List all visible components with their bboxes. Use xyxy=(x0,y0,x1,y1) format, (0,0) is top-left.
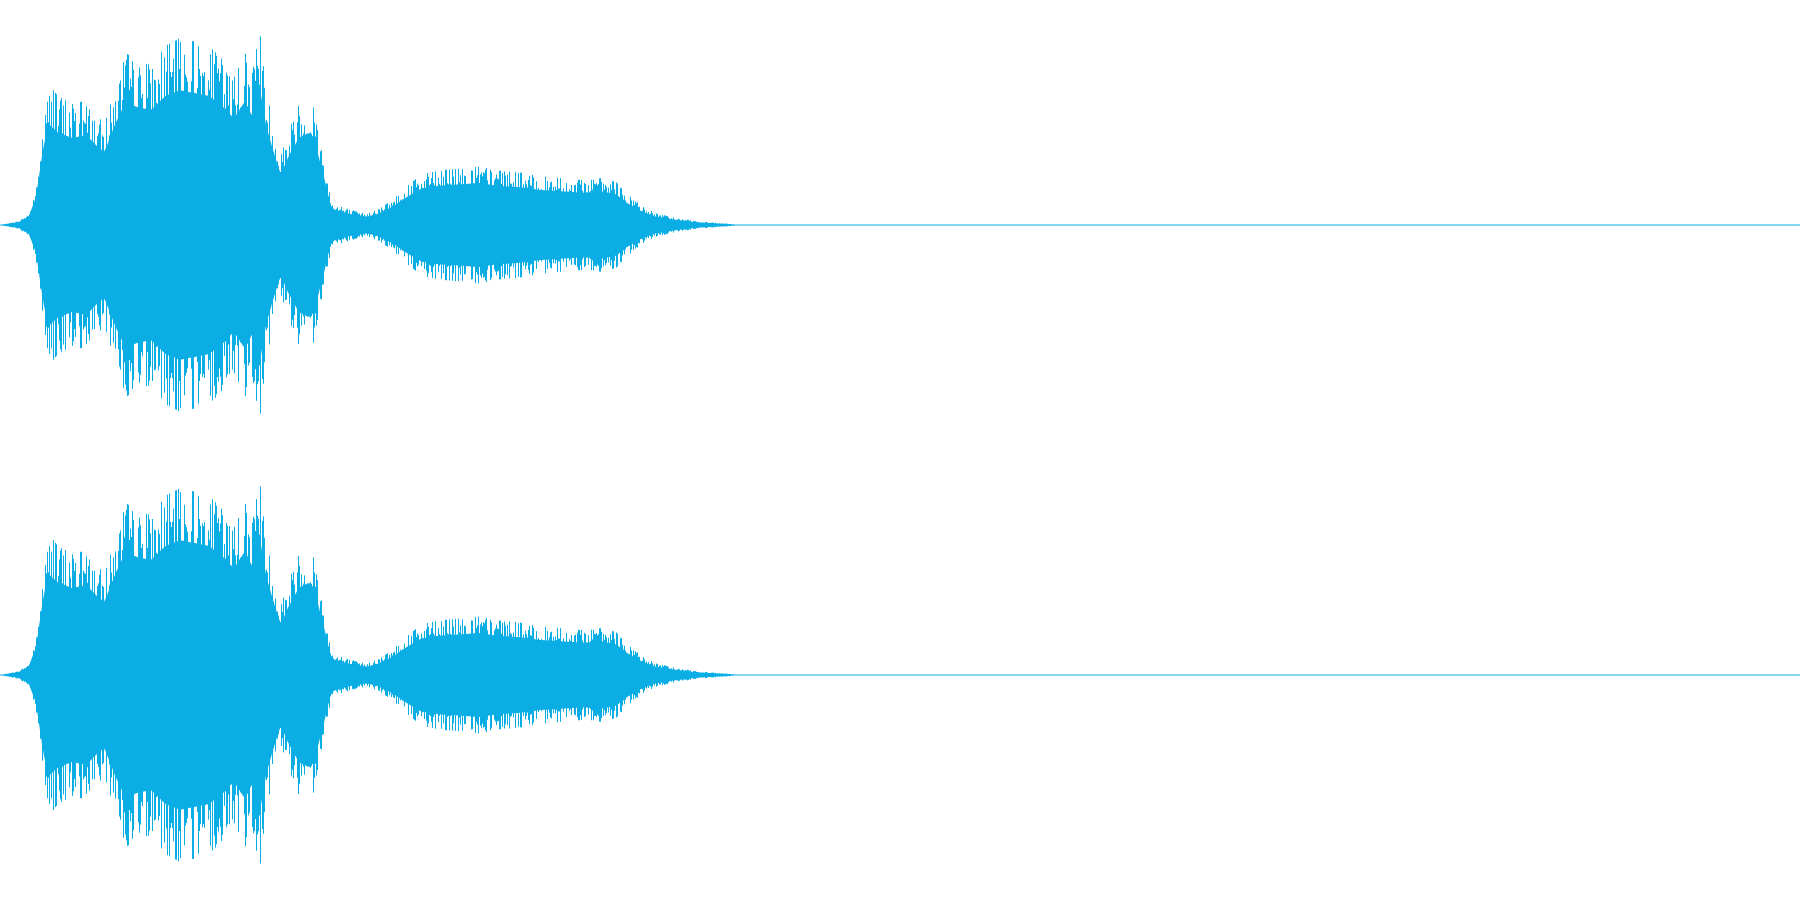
waveform-channel-left xyxy=(0,36,1800,414)
waveform-channel-right xyxy=(0,486,1800,864)
waveform-samples xyxy=(3,486,734,864)
waveform-samples xyxy=(3,36,734,414)
